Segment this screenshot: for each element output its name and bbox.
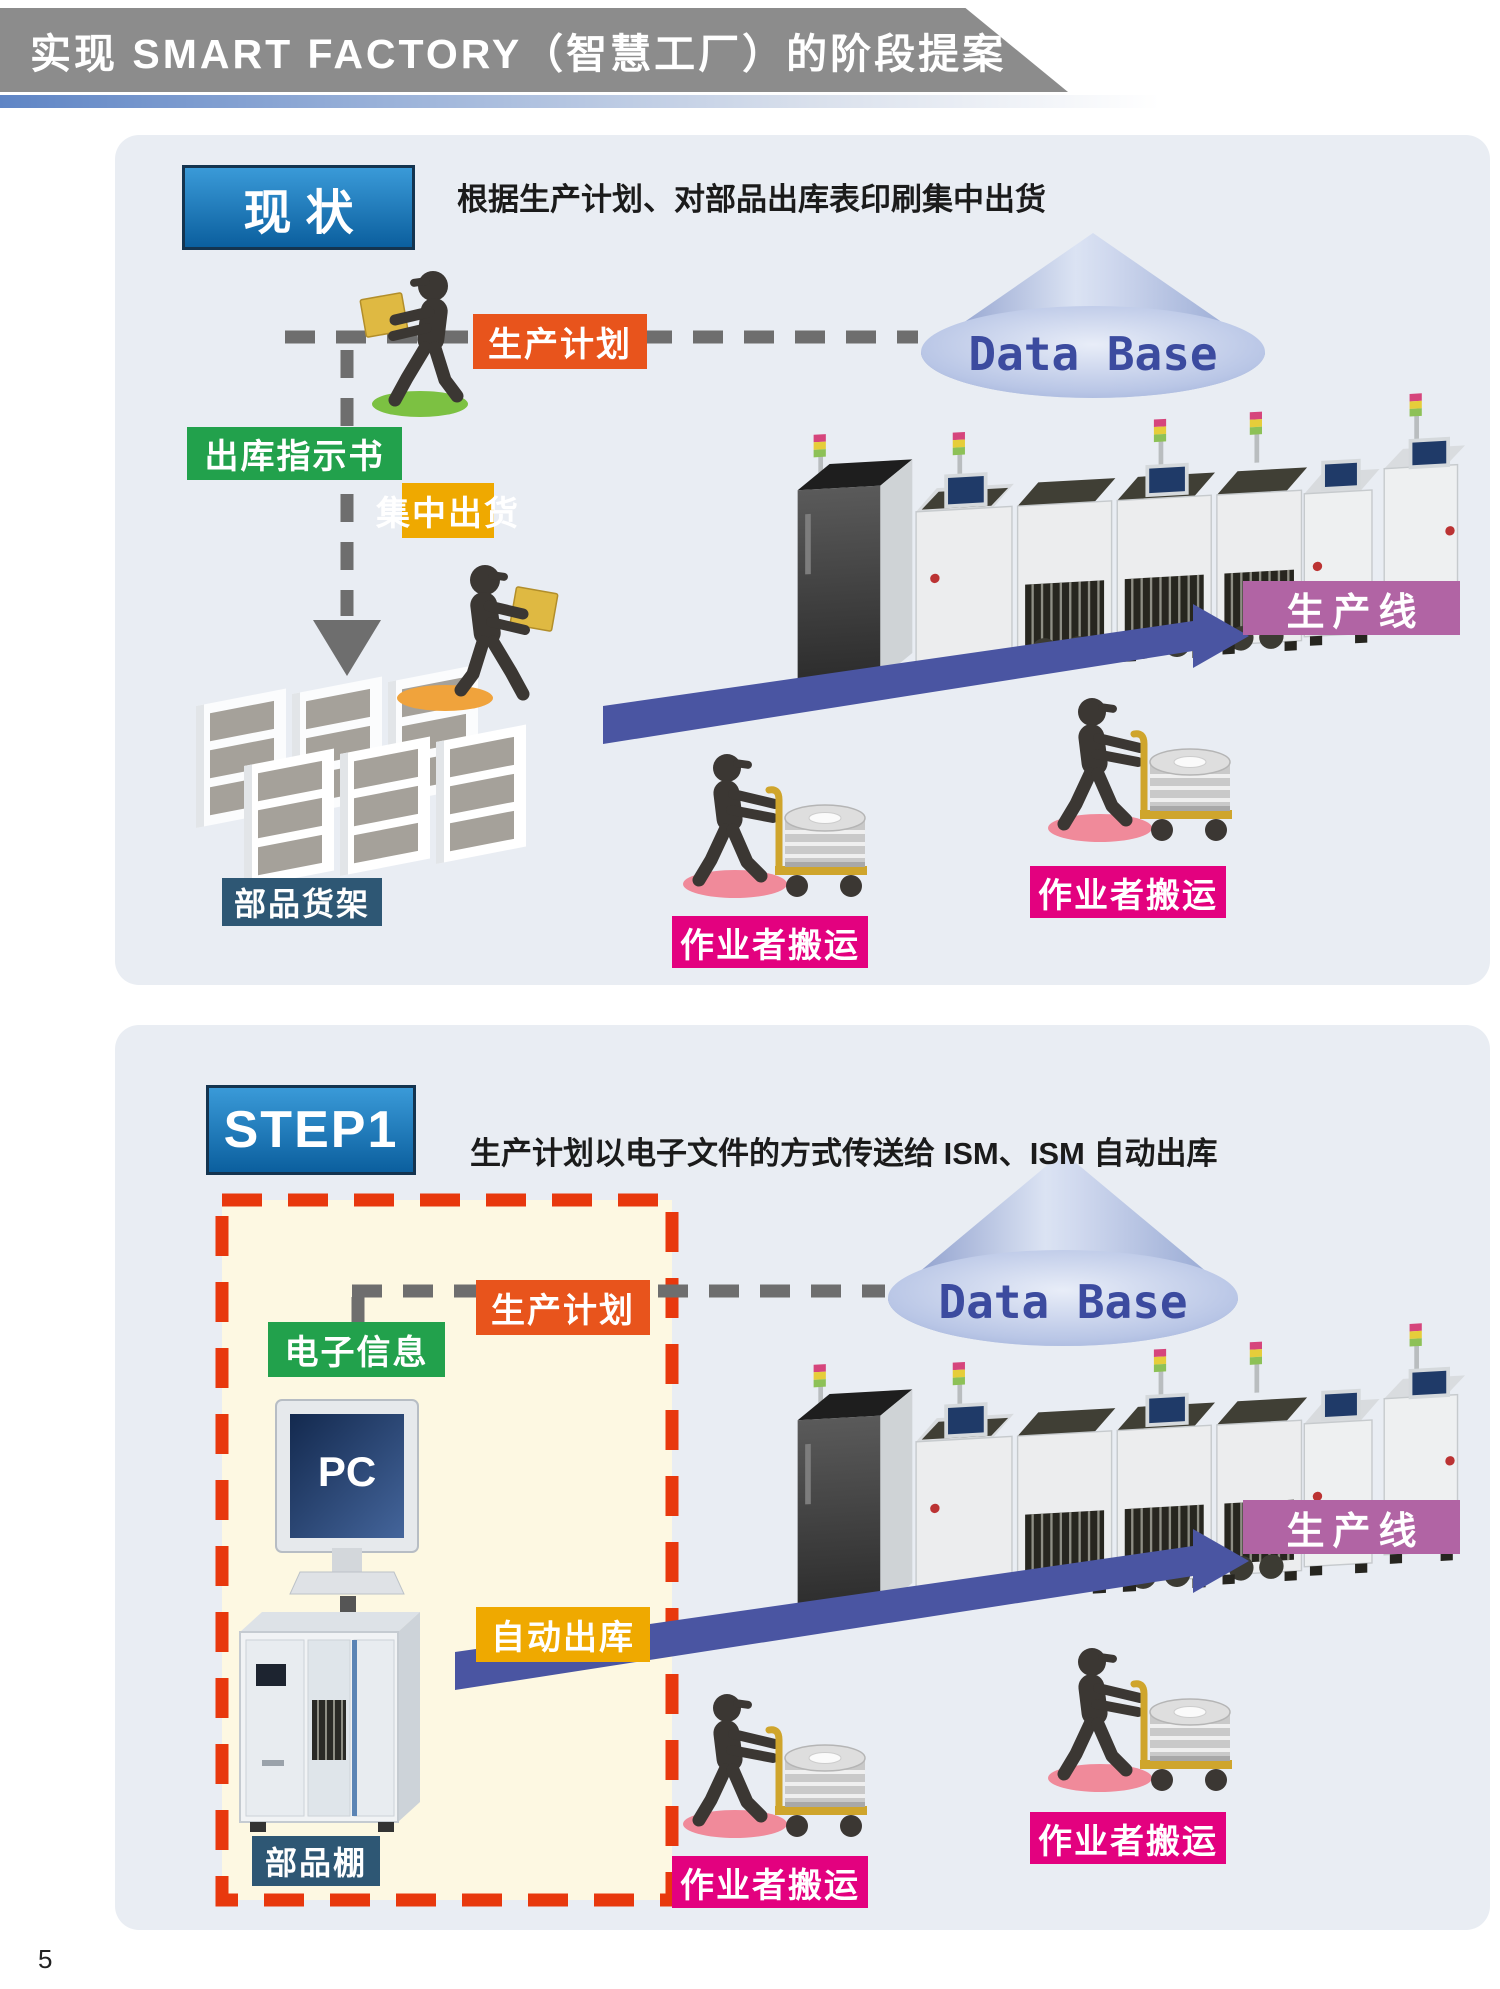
label-consolidated-shipping: 集中出货 xyxy=(376,483,518,538)
label-production-line-panel2: 生产线 xyxy=(1243,1500,1460,1554)
label-auto-outbound: 自动出库 xyxy=(476,1607,650,1662)
page-title: 实现 SMART FACTORY（智慧工厂）的阶段提案 xyxy=(0,8,1068,92)
label-parts-rack: 部品棚 xyxy=(252,1836,380,1886)
label-worker-transport-right-panel2: 作业者搬运 xyxy=(1030,1812,1226,1864)
label-outbound-instruction: 出库指示书 xyxy=(187,427,402,480)
database-text-panel1: Data Base xyxy=(968,327,1218,381)
page-number: 5 xyxy=(38,1944,53,1974)
label-production-line-panel1: 生产线 xyxy=(1243,581,1460,635)
label-worker-transport-right-panel1: 作业者搬运 xyxy=(1030,866,1226,918)
panel-current-state xyxy=(115,135,1490,985)
label-production-plan-panel1: 生产计划 xyxy=(473,314,647,369)
label-worker-transport-left-panel1: 作业者搬运 xyxy=(672,916,868,968)
caption-panel2: 生产计划以电子文件的方式传送给 ISM、ISM 自动出库 xyxy=(470,1136,1218,1171)
badge-step1: STEP1 xyxy=(206,1085,416,1175)
badge-current-state: 现状 xyxy=(182,165,415,250)
caption-panel1: 根据生产计划、对部品出库表印刷集中出货 xyxy=(457,182,1046,217)
header-accent-bar xyxy=(0,95,1160,108)
label-parts-shelf: 部品货架 xyxy=(222,878,382,926)
label-worker-transport-left-panel2: 作业者搬运 xyxy=(672,1856,868,1908)
database-text-panel2: Data Base xyxy=(938,1275,1188,1329)
pc-screen-label: PC xyxy=(317,1448,377,1495)
label-electronic-info: 电子信息 xyxy=(268,1322,445,1377)
label-production-plan-panel2: 生产计划 xyxy=(476,1280,650,1335)
